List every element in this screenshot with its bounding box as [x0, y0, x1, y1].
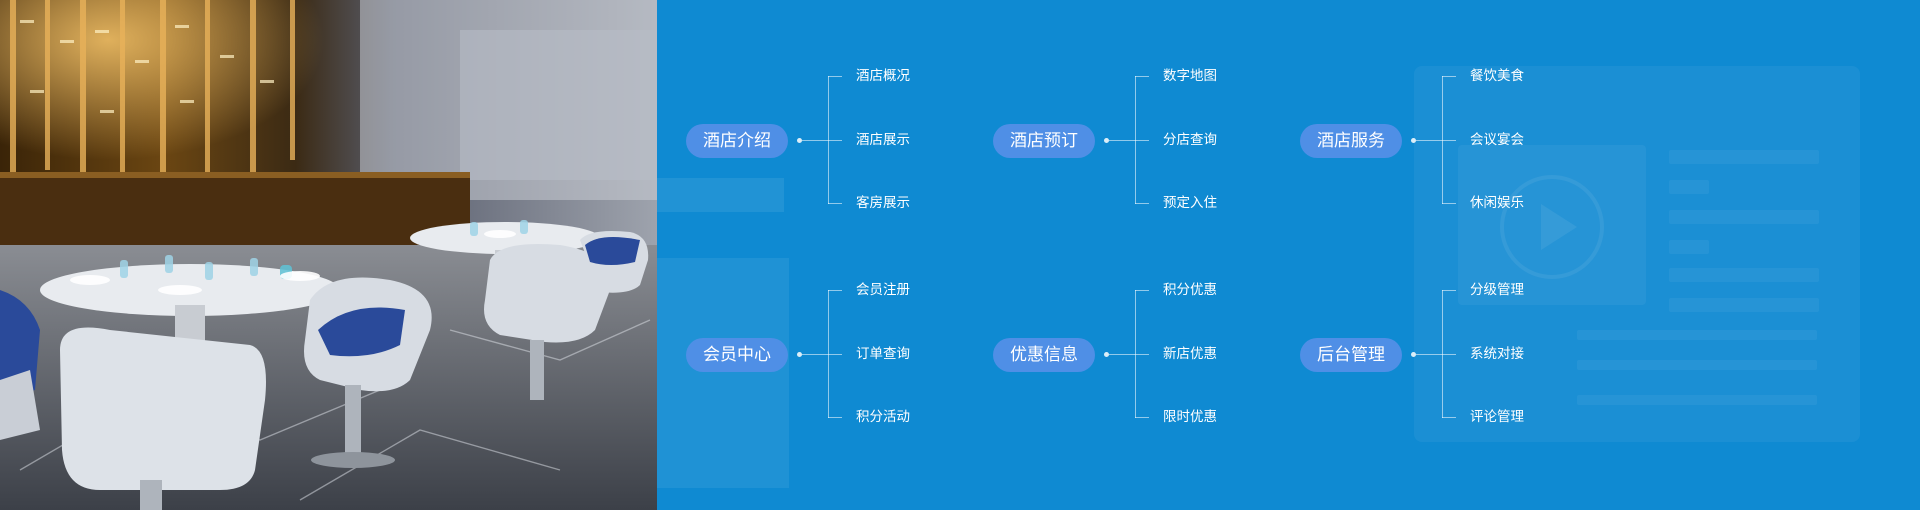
watermark-bar — [1577, 360, 1817, 370]
menu-item[interactable]: 分店查询 — [1163, 132, 1217, 148]
watermark-left-stripes — [657, 178, 784, 212]
connector-dot — [1104, 352, 1109, 357]
chair-icon — [580, 231, 649, 293]
watermark-line — [1669, 150, 1819, 164]
menu-item[interactable]: 酒店概况 — [856, 68, 910, 84]
menu-item[interactable]: 餐饮美食 — [1470, 68, 1524, 84]
watermark-left-block — [657, 258, 789, 488]
category-hotel-service: 酒店服务 餐饮美食 会议宴会 休闲娱乐 — [1300, 62, 1540, 222]
watermark-line — [1669, 268, 1819, 282]
watermark-line — [1669, 210, 1819, 224]
menu-item[interactable]: 会议宴会 — [1470, 132, 1524, 148]
watermark-bar — [1577, 395, 1817, 405]
category-hotel-booking: 酒店预订 数字地图 分店查询 预定入住 — [993, 62, 1233, 222]
connector-stem — [802, 140, 828, 141]
connector-dot — [797, 352, 802, 357]
connector-branch — [828, 290, 842, 291]
connector-dot — [1411, 138, 1416, 143]
menu-item[interactable]: 酒店展示 — [856, 132, 910, 148]
menu-item[interactable]: 客房展示 — [856, 195, 910, 211]
watermark-card — [1414, 66, 1860, 442]
connector-branch — [1135, 417, 1149, 418]
connector-branch — [1442, 203, 1456, 204]
connector-branch — [828, 417, 842, 418]
watermark-line — [1669, 180, 1709, 194]
connector-branch — [1135, 290, 1149, 291]
connector-branch — [1135, 354, 1149, 355]
connector-branch — [1442, 290, 1456, 291]
connector-dot — [1411, 352, 1416, 357]
restaurant-illustration — [0, 0, 657, 510]
connector-branch — [1135, 140, 1149, 141]
category-hotel-intro: 酒店介绍 酒店概况 酒店展示 客房展示 — [686, 62, 926, 222]
connector-branch — [1135, 76, 1149, 77]
category-title[interactable]: 会员中心 — [686, 338, 788, 372]
connector-branch — [1442, 76, 1456, 77]
connector-branch — [828, 203, 842, 204]
connector-branch — [828, 140, 842, 141]
connector-branch — [1442, 140, 1456, 141]
watermark-card-inner — [1458, 145, 1646, 305]
connector-dot — [797, 138, 802, 143]
menu-item[interactable]: 休闲娱乐 — [1470, 195, 1524, 211]
connector-stem — [802, 354, 828, 355]
menu-item[interactable]: 限时优惠 — [1163, 409, 1217, 425]
category-title[interactable]: 酒店服务 — [1300, 124, 1402, 158]
connector-stem — [1109, 354, 1135, 355]
connector-dot — [1104, 138, 1109, 143]
menu-item[interactable]: 系统对接 — [1470, 346, 1524, 362]
menu-item[interactable]: 会员注册 — [856, 282, 910, 298]
menu-item[interactable]: 订单查询 — [856, 346, 910, 362]
connector-stem — [1109, 140, 1135, 141]
chair-icon — [60, 327, 266, 510]
play-icon — [1500, 175, 1604, 279]
category-title[interactable]: 酒店介绍 — [686, 124, 788, 158]
connector-stem — [1416, 140, 1442, 141]
connector-branch — [1442, 417, 1456, 418]
menu-item[interactable]: 预定入住 — [1163, 195, 1217, 211]
watermark-line — [1669, 240, 1709, 254]
restaurant-interior-photo — [0, 0, 657, 510]
watermark-line — [1669, 298, 1819, 312]
category-title[interactable]: 优惠信息 — [993, 338, 1095, 372]
category-admin: 后台管理 分级管理 系统对接 评论管理 — [1300, 276, 1540, 436]
connector-branch — [1442, 354, 1456, 355]
connector-branch — [828, 354, 842, 355]
menu-item[interactable]: 分级管理 — [1470, 282, 1524, 298]
menu-item[interactable]: 评论管理 — [1470, 409, 1524, 425]
category-discount-info: 优惠信息 积分优惠 新店优惠 限时优惠 — [993, 276, 1233, 436]
connector-branch — [828, 76, 842, 77]
chair-icon — [304, 277, 432, 468]
menu-item[interactable]: 新店优惠 — [1163, 346, 1217, 362]
category-member-center: 会员中心 会员注册 订单查询 积分活动 — [686, 276, 926, 436]
menu-item[interactable]: 积分优惠 — [1163, 282, 1217, 298]
category-title[interactable]: 酒店预订 — [993, 124, 1095, 158]
category-title[interactable]: 后台管理 — [1300, 338, 1402, 372]
watermark-bar — [1577, 330, 1817, 340]
menu-item[interactable]: 数字地图 — [1163, 68, 1217, 84]
chair-icon — [0, 290, 40, 440]
connector-branch — [1135, 203, 1149, 204]
feature-panel — [657, 0, 1920, 510]
connector-stem — [1416, 354, 1442, 355]
menu-item[interactable]: 积分活动 — [856, 409, 910, 425]
chair-icon — [484, 244, 612, 400]
